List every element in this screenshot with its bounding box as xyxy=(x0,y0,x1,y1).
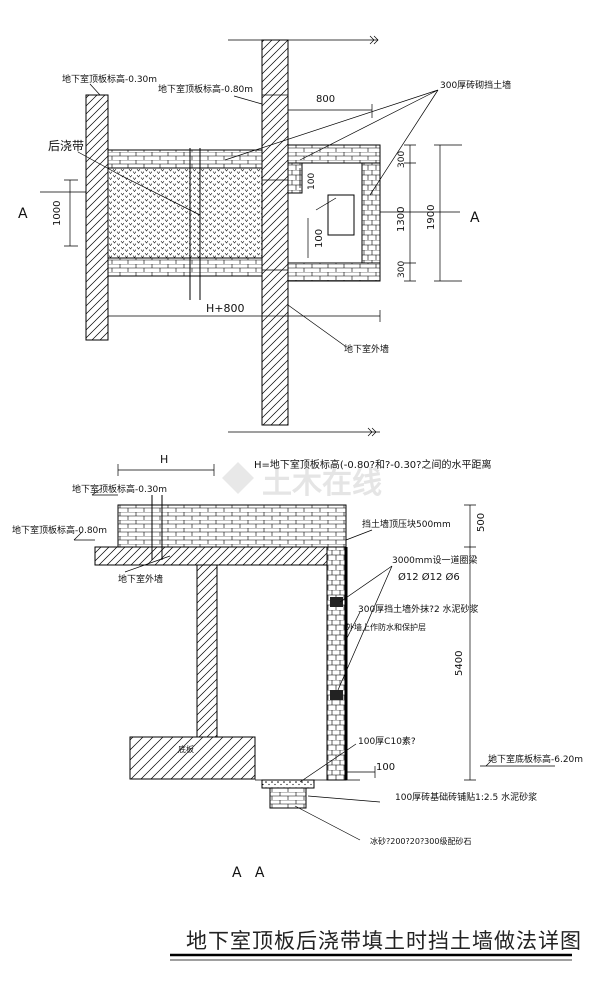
plan-box-inner xyxy=(288,162,362,264)
plan-post-pour-label: 后浇带 xyxy=(48,139,84,153)
plan-outer-wall-joints xyxy=(262,94,288,271)
plan-brick-top xyxy=(107,149,263,169)
section-note-waterproof: 外墙上作防水和保护层 xyxy=(346,622,426,632)
section-level-030: 地下室顶板标高-0.30m xyxy=(72,483,167,495)
section-level-080-mark xyxy=(73,531,95,541)
plan-break-bottom xyxy=(228,427,380,437)
plan-break-top xyxy=(228,35,379,45)
plan-brick-note: 300厚砖砌挡土墙 xyxy=(440,79,511,91)
plan-leader-030 xyxy=(89,83,101,96)
plan-dim-100 xyxy=(299,168,309,258)
section-dim-500-text: 500 xyxy=(476,513,487,532)
plan-dim-1900-text: 1900 xyxy=(426,205,437,230)
plan-dim-h800 xyxy=(107,310,381,322)
section-leader-rebar xyxy=(337,565,393,691)
section-top-brick xyxy=(117,504,347,548)
section-note-c10: 100厚C10素? xyxy=(358,735,416,747)
plan-left-wall xyxy=(85,94,109,341)
plan-dim-300a-text: 300 xyxy=(397,151,407,168)
plan-dim-h800-text: H+800 xyxy=(206,302,244,315)
section-note-gravel: 冰砂?200?20?300级配砂石 xyxy=(370,836,471,846)
section-level-030-mark xyxy=(91,487,118,496)
plan-leader-outer xyxy=(287,304,346,347)
drawing-title-block: 地下室顶板后浇带填土时挡土墙做法详图 xyxy=(170,929,582,961)
section-slab-080 xyxy=(94,546,346,566)
section-note-top-block: 挡土墙顶压块500mm xyxy=(362,518,451,530)
section-note-mortar: 100厚砖基础砖铺贴1:2.5 水泥砂浆 xyxy=(395,791,537,803)
watermark-logo-icon xyxy=(222,462,254,494)
section-leader-outer xyxy=(124,555,171,573)
section-level-620: 地下室底板标高-6.20m xyxy=(488,753,583,765)
section-level-080: 地下室顶板标高-0.80m xyxy=(12,524,107,536)
plan-section-cut xyxy=(40,191,460,213)
plan-soil-fill xyxy=(107,167,263,259)
plan-box-opening xyxy=(327,194,355,236)
plan-outer-wall xyxy=(261,39,289,426)
plan-post-pour-gap xyxy=(189,148,201,300)
section-ring-beam-1 xyxy=(330,597,343,607)
section-leader-mortar xyxy=(307,795,381,803)
section-note-base: 底板 xyxy=(178,744,194,754)
section-brick-wall xyxy=(326,546,347,781)
section-dim-h xyxy=(117,464,215,476)
plan-dim-1900 xyxy=(434,144,462,282)
section-ring-beam-2 xyxy=(330,690,343,700)
section-note-h: H=地下室顶板标高(-0.80?和?-0.30?之间的水平距离 xyxy=(254,458,491,471)
section-outer-wall xyxy=(196,564,218,738)
watermark: 土木在线 xyxy=(222,462,382,501)
drawing-title: 地下室顶板后浇带填土时挡土墙做法详图 xyxy=(186,929,582,953)
section-level-620-mark xyxy=(480,759,555,767)
plan-dim-100a-text: 100 xyxy=(307,173,317,190)
plan-dim-1000-text: 1000 xyxy=(52,201,63,226)
section-base-slab xyxy=(129,736,256,780)
plan-dim-800-text: 800 xyxy=(316,94,335,105)
plan-leader-080 xyxy=(233,95,263,105)
plan-dim-800 xyxy=(287,104,373,118)
plan-dim-stack xyxy=(404,144,416,282)
plan-leader-brick xyxy=(224,89,439,196)
section-label: A A xyxy=(232,865,265,881)
section-leader-block xyxy=(345,529,373,541)
plan-outer-note: 地下室外墙 xyxy=(344,343,389,355)
section-dim-5400-text: 5400 xyxy=(454,651,465,676)
plan-dim-300b-text: 300 xyxy=(397,261,407,278)
section-leader-c10 xyxy=(299,743,357,783)
section-view: H H=地下室顶板标高(-0.80?和?-0.30?之间的水平距离 地下室顶板标… xyxy=(12,453,583,881)
section-note-outer-wall: 地下室外墙 xyxy=(118,573,163,585)
plan-box-right xyxy=(361,162,381,264)
section-dim-100 xyxy=(345,766,376,778)
plan-section-right: A xyxy=(470,210,480,226)
plan-view: 地下室顶板标高-0.30m 地下室顶板标高-0.80m 后浇带 800 300厚… xyxy=(18,35,511,437)
plan-box-bottom xyxy=(287,262,381,282)
plan-section-left: A xyxy=(18,206,28,222)
plan-leader-box xyxy=(315,197,337,211)
plan-leader-strip xyxy=(77,151,201,216)
section-dim-100-text: 100 xyxy=(376,762,395,773)
plan-level-030: 地下室顶板标高-0.30m xyxy=(62,73,157,85)
section-leader-wall xyxy=(345,611,361,641)
section-dim-500 xyxy=(464,504,476,548)
section-note-brick-wall: 300厚挡土墙外抹?2 水泥砂浆 xyxy=(358,603,479,615)
section-footing-brick xyxy=(269,787,307,809)
plan-dim-1000 xyxy=(64,179,78,247)
section-dim-h-text: H xyxy=(160,453,168,466)
plan-box-top xyxy=(287,144,381,164)
section-footing-c10 xyxy=(261,779,315,789)
section-note-rebar-1: 3000mm设一道圈梁 xyxy=(392,554,477,566)
watermark-text: 土木在线 xyxy=(262,466,382,501)
plan-dim-1300-text: 1300 xyxy=(396,207,407,232)
section-note-rebar-2: Ø12 Ø12 Ø6 xyxy=(398,571,460,583)
section-dim-5400 xyxy=(464,547,476,781)
plan-dim-100b-text: 100 xyxy=(314,229,325,248)
plan-brick-bottom xyxy=(107,257,263,277)
plan-level-080: 地下室顶板标高-0.80m xyxy=(158,83,253,95)
section-leader-gravel xyxy=(294,805,361,841)
